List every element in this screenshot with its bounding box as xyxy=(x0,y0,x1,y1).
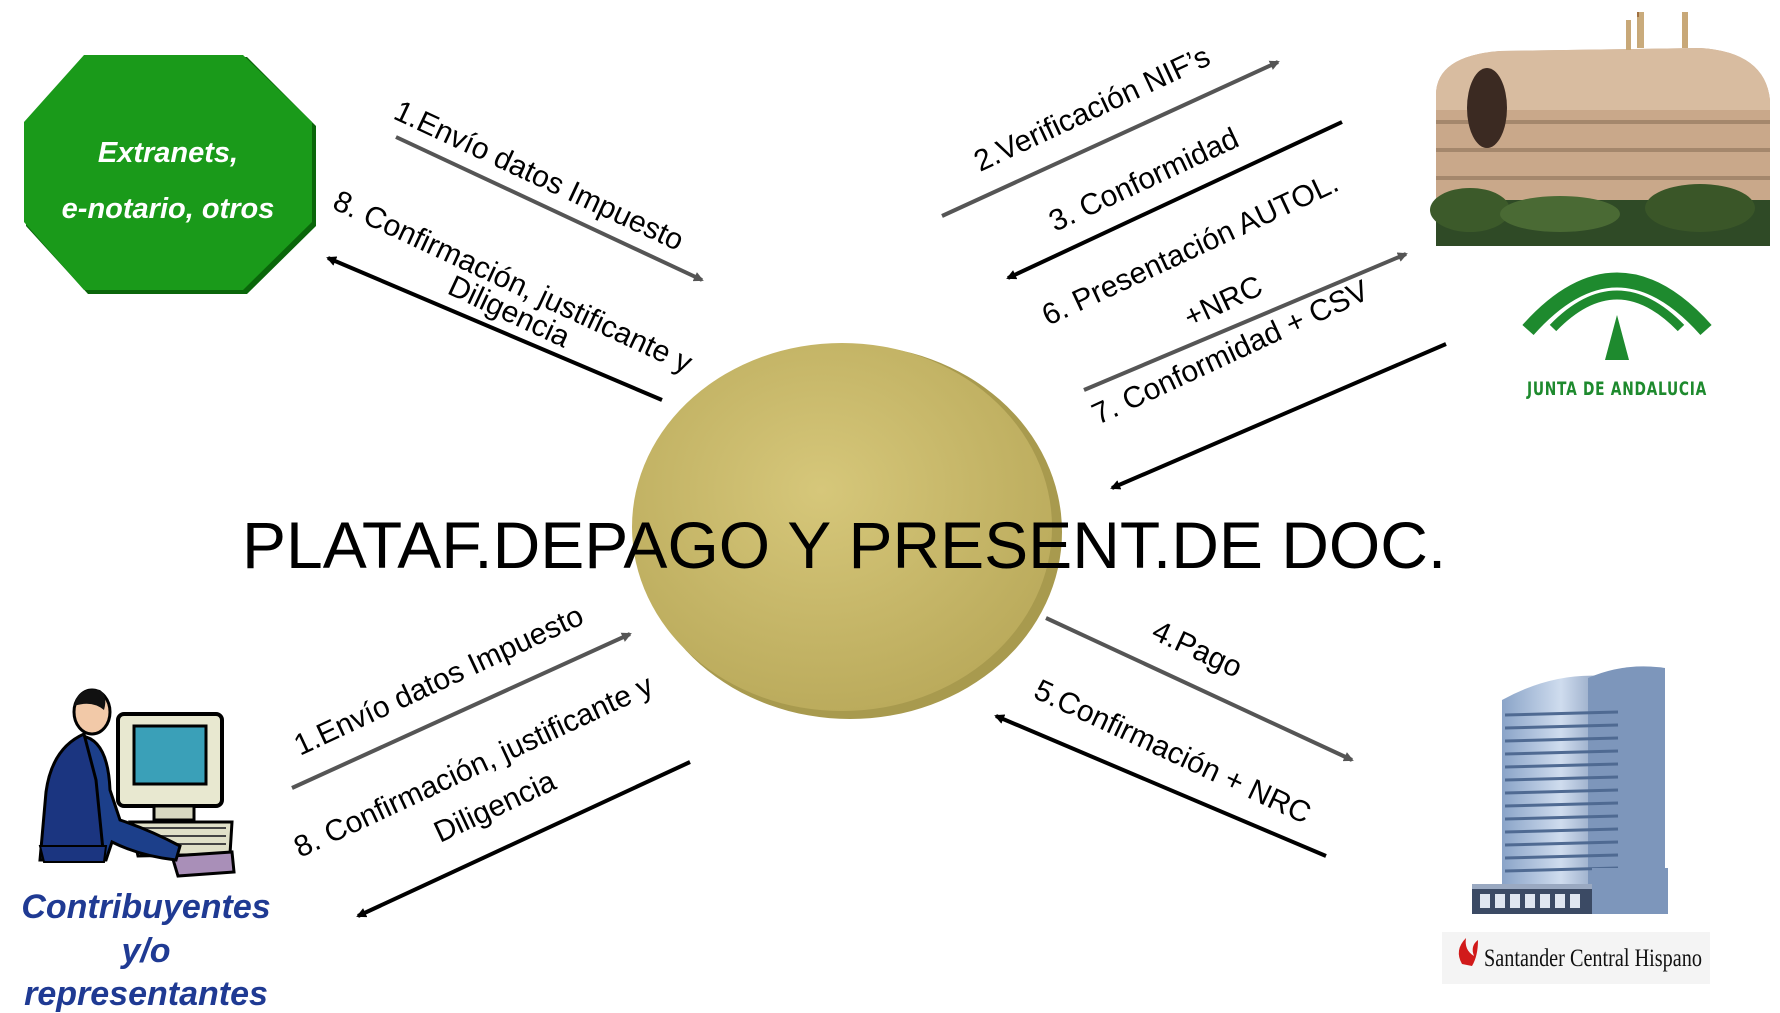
arrow-payment xyxy=(1045,616,1354,762)
bank-building-image xyxy=(1472,666,1668,914)
label-payment-confirm: 5.Confirmación + NRC xyxy=(1029,673,1316,830)
arrow-payment-confirm xyxy=(994,714,1327,858)
arrow-nif-check xyxy=(941,60,1280,218)
arrow-presentation xyxy=(1083,252,1408,392)
arrow-extranet-send xyxy=(395,135,704,282)
arrow-conformity xyxy=(1006,120,1343,280)
junta-logo-text: JUNTA DE ANDALUCIA xyxy=(1526,378,1707,400)
extranets-node: Extranets, e-notario, otros xyxy=(24,55,316,294)
extranets-label-line1: Extranets, xyxy=(98,137,238,169)
bank-logo-text: Santander Central Hispano xyxy=(1484,945,1702,972)
arrow-conformity-csv xyxy=(1110,342,1447,490)
arrow-taxpayer-confirm xyxy=(356,760,691,918)
flame-icon xyxy=(1458,938,1478,966)
contribuyentes-label: Contribuyentes y/o representantes xyxy=(21,888,270,1013)
junta-logo: JUNTA DE ANDALUCIA xyxy=(1522,272,1712,400)
arrow-taxpayer-send xyxy=(291,632,632,790)
central-hub xyxy=(632,343,1062,719)
contribuyentes-line2: y/o xyxy=(119,932,170,970)
contribuyentes-line3: representantes xyxy=(24,975,268,1013)
bank-logo: Santander Central Hispano xyxy=(1442,932,1710,984)
arrow-extranet-confirm xyxy=(326,256,663,402)
contribuyentes-line1: Contribuyentes xyxy=(21,888,270,926)
extranets-label-line2: e-notario, otros xyxy=(62,193,275,225)
hub-title: PLATAF.DEPAGO Y PRESENT.DE DOC. xyxy=(242,508,1446,582)
person-computer-icon xyxy=(38,688,236,878)
junta-building-image xyxy=(1430,12,1780,246)
